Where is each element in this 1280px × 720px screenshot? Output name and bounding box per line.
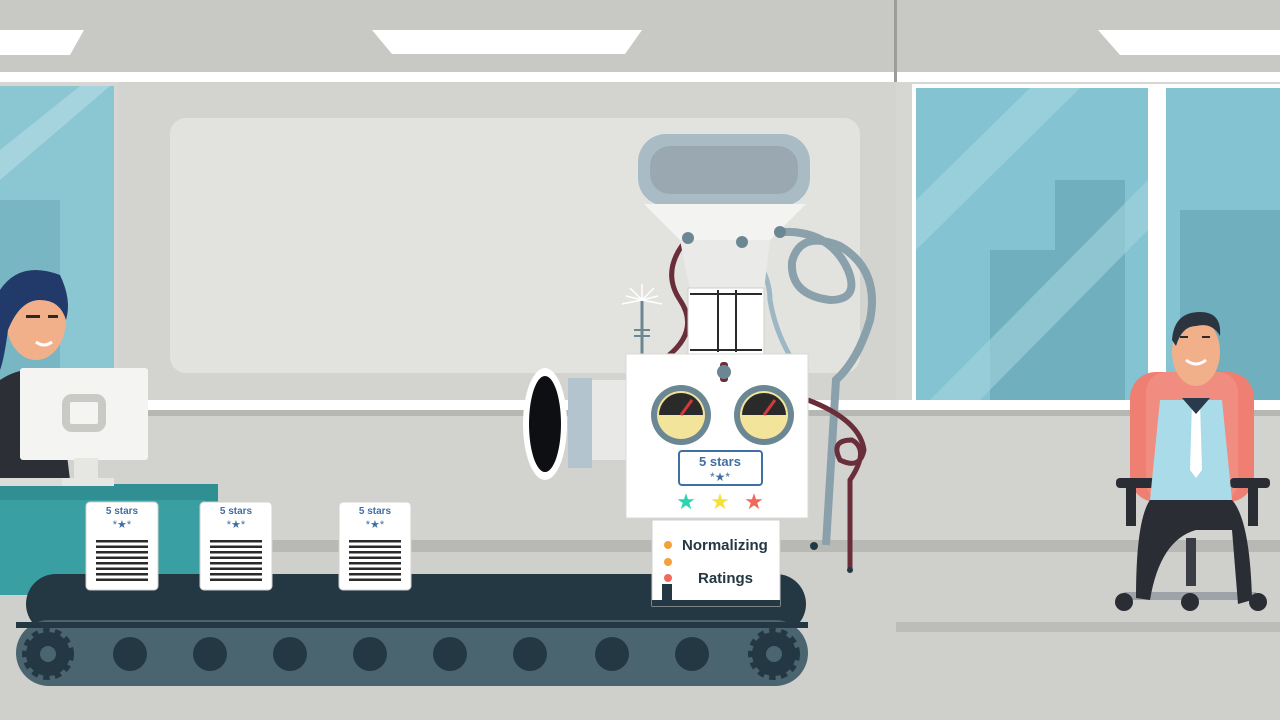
document-line xyxy=(96,545,148,548)
document-line xyxy=(210,540,262,543)
ceiling-trim xyxy=(0,72,1280,82)
document-line xyxy=(349,540,401,543)
baseboard xyxy=(0,540,1280,552)
document-label: 5 stars xyxy=(220,506,253,517)
gear-icon xyxy=(22,628,74,680)
star-icon: *★* xyxy=(227,519,246,531)
belt-wheels xyxy=(113,637,709,671)
machine-display xyxy=(678,450,763,486)
star-icon: *★* xyxy=(710,470,730,484)
document-line xyxy=(349,556,401,559)
document-line xyxy=(210,551,262,554)
machine-display-label: 5 stars xyxy=(699,454,741,469)
document-line xyxy=(210,578,262,581)
document-label: 5 stars xyxy=(106,506,139,517)
document-line xyxy=(96,562,148,565)
document-line xyxy=(96,578,148,581)
gauge-icon xyxy=(651,385,711,445)
man-in-chair xyxy=(1115,312,1270,611)
belt-wheel xyxy=(353,637,387,671)
document-line xyxy=(96,551,148,554)
sign-bar xyxy=(662,584,672,600)
gauge-icon xyxy=(734,385,794,445)
document-line xyxy=(96,573,148,576)
star-icon: *★* xyxy=(366,519,385,531)
bullet-icon xyxy=(664,541,672,549)
document-line xyxy=(349,562,401,565)
belt-wheel xyxy=(595,637,629,671)
ceiling xyxy=(0,0,1280,80)
star-icon: ★ xyxy=(744,489,764,514)
sign-board xyxy=(651,519,781,607)
belt-wheel xyxy=(513,637,547,671)
document-line xyxy=(96,540,148,543)
belt-wheel xyxy=(193,637,227,671)
document-icon: 5 stars *★* xyxy=(85,501,159,591)
sign-line2: Ratings xyxy=(698,570,753,587)
document-line xyxy=(349,545,401,548)
sign-board-base xyxy=(652,600,780,606)
document-line xyxy=(96,567,148,570)
belt-wheel xyxy=(273,637,307,671)
bullet-icon xyxy=(664,558,672,566)
belt-wheel xyxy=(433,637,467,671)
belt-wheel xyxy=(675,637,709,671)
document-line xyxy=(210,562,262,565)
window-glare xyxy=(916,88,1080,250)
document-line xyxy=(210,545,262,548)
ceiling-light-left xyxy=(0,30,84,55)
document-line xyxy=(96,556,148,559)
document-icon: 5 stars *★* xyxy=(199,501,273,591)
machine-stars: ★ ★ ★ xyxy=(676,489,764,514)
machine-knob xyxy=(717,365,731,379)
monitor-icon xyxy=(0,368,148,486)
gear-icon xyxy=(748,628,800,680)
ceiling-light-center xyxy=(372,30,642,54)
document-line xyxy=(349,578,401,581)
sign-line1: Normalizing xyxy=(682,537,768,554)
belt-wheel xyxy=(113,637,147,671)
desk-top xyxy=(0,484,218,502)
bullet-icon xyxy=(664,574,672,582)
machine-hopper xyxy=(638,134,810,290)
floor-shadow xyxy=(896,622,1280,632)
document-label: 5 stars xyxy=(359,506,392,517)
machine-neck xyxy=(687,287,765,355)
document-line xyxy=(349,551,401,554)
spark-icon xyxy=(621,284,663,354)
document-line xyxy=(210,567,262,570)
star-icon: ★ xyxy=(676,489,696,514)
window-glare xyxy=(930,180,1148,400)
document-line xyxy=(349,567,401,570)
document-line xyxy=(349,573,401,576)
document-line xyxy=(210,573,262,576)
machine-nozzle xyxy=(523,368,630,480)
document-icon: 5 stars *★* xyxy=(338,501,412,591)
star-icon: ★ xyxy=(710,489,730,514)
documents: 5 stars *★* 5 stars *★* 5 stars *★* xyxy=(85,501,412,591)
star-icon: *★* xyxy=(113,519,132,531)
ceiling-light-right xyxy=(1098,30,1280,55)
window-glare xyxy=(0,86,110,180)
document-line xyxy=(210,556,262,559)
